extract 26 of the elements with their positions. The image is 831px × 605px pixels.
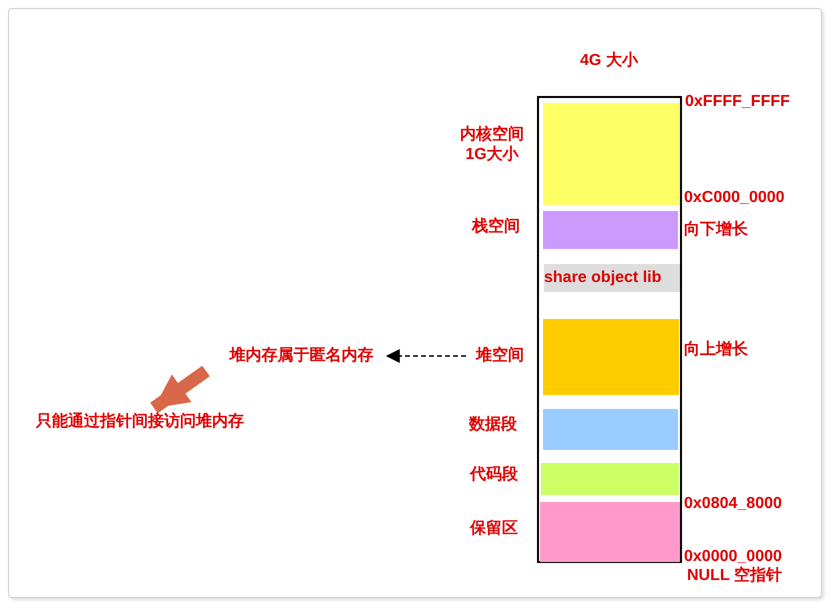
memory-label: 向下增长: [684, 220, 748, 240]
memory-segment: [541, 463, 679, 495]
memory-segment: [543, 319, 679, 395]
memory-label: 4G 大小: [580, 51, 638, 71]
memory-segment: [543, 211, 678, 249]
memory-label: 0x0804_8000: [684, 494, 782, 514]
segment-name: 只能通过指针间接访问堆内存: [14, 411, 266, 433]
memory-label: 内核空间 1G大小: [459, 125, 525, 165]
memory-segment: [543, 103, 680, 205]
memory-label: 保留区: [470, 519, 518, 539]
memory-label: NULL 空指针: [687, 566, 782, 586]
memory-label: 0x0000_0000: [684, 547, 782, 566]
memory-segment: share object lib: [544, 264, 680, 292]
dashed-arrow: [386, 349, 466, 363]
memory-label: 0xC000_0000: [684, 188, 785, 208]
memory-segment: [543, 409, 678, 450]
segment-name: 堆内存属于匿名内存: [214, 345, 389, 367]
segment-name: 堆空间: [470, 345, 530, 367]
memory-label: 栈空间: [472, 217, 520, 237]
memory-layout-box: [537, 96, 682, 563]
memory-label: 向上增长: [684, 340, 748, 360]
memory-label: 0xFFFF_FFFF: [685, 92, 790, 112]
memory-label: 数据段: [469, 415, 517, 435]
block-arrow: [150, 366, 210, 414]
memory-segment: [540, 502, 680, 562]
memory-label: 代码段: [470, 465, 518, 485]
